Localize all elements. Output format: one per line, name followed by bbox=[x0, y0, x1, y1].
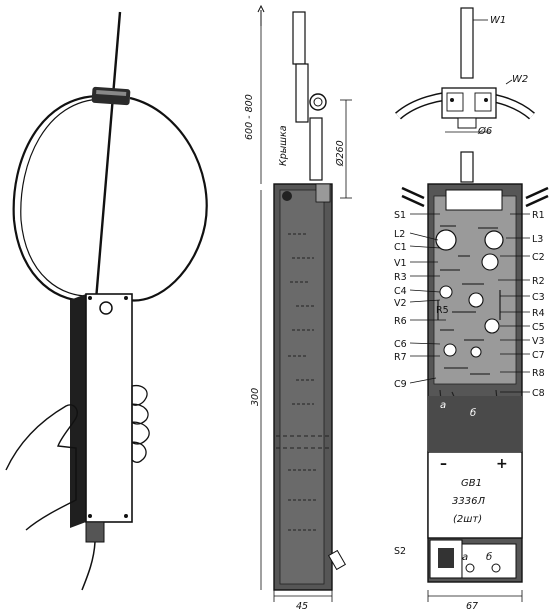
label-r4: R4 bbox=[532, 308, 545, 319]
earphone-cable bbox=[81, 541, 96, 591]
switch-s1-body bbox=[445, 189, 503, 211]
case-side bbox=[70, 294, 86, 528]
battery-plus: + bbox=[496, 456, 508, 472]
label-c5: C5 bbox=[532, 322, 545, 333]
dim-width-side: 45 bbox=[296, 601, 308, 611]
label-c6: C6 bbox=[394, 339, 407, 350]
battery-terminal-a: а bbox=[440, 400, 446, 411]
dim-body-length: 300 bbox=[250, 388, 261, 406]
label-r8: R8 bbox=[532, 368, 545, 379]
telescopic-rod bbox=[94, 11, 122, 301]
label-r6: R6 bbox=[394, 316, 407, 327]
label-s2: S2 bbox=[394, 546, 406, 557]
transistor-v1 bbox=[481, 253, 499, 271]
loop-antenna-left bbox=[12, 94, 101, 302]
label-c9: C9 bbox=[394, 379, 407, 390]
side-view: 600 - 800 Крышка Ø260 300 45 bbox=[244, 4, 352, 611]
label-r5: R5 bbox=[436, 305, 449, 316]
label-phi6: Ø6 bbox=[477, 125, 492, 137]
label-w1: W1 bbox=[490, 15, 506, 26]
s2-terminal-a: а bbox=[462, 552, 468, 563]
front-view: W1 W2 Ø6 bbox=[394, 7, 549, 611]
label-l2: L2 bbox=[394, 229, 405, 240]
handheld-illustration bbox=[5, 11, 208, 591]
battery-minus: – bbox=[440, 456, 447, 472]
label-c2: C2 bbox=[532, 252, 545, 263]
label-v1: V1 bbox=[394, 258, 407, 269]
lid-label: Крышка bbox=[278, 125, 289, 166]
transistor-v2 bbox=[468, 292, 484, 308]
label-c8: C8 bbox=[532, 388, 545, 399]
loop-antenna-right bbox=[127, 96, 208, 302]
battery-qty: (2шт) bbox=[453, 514, 482, 525]
battery-terminal-b: б bbox=[470, 407, 476, 419]
dim-loop-diameter: Ø260 bbox=[335, 140, 346, 167]
label-w2: W2 bbox=[512, 74, 528, 85]
coupling-sleeve bbox=[91, 86, 131, 106]
coil-l3 bbox=[484, 230, 504, 250]
label-r3: R3 bbox=[394, 272, 407, 283]
label-l3: L3 bbox=[532, 234, 543, 245]
tuning-knob bbox=[99, 301, 113, 315]
coil-l2 bbox=[435, 229, 457, 251]
label-r1: R1 bbox=[532, 210, 545, 221]
antenna-rod-w1 bbox=[460, 7, 474, 79]
label-c4: C4 bbox=[394, 286, 407, 297]
transistor-v3 bbox=[484, 318, 500, 334]
label-c7: C7 bbox=[532, 350, 545, 361]
case-front bbox=[85, 293, 133, 523]
label-r7: R7 bbox=[394, 352, 407, 363]
battery-type: 3336Л bbox=[452, 496, 485, 507]
s2-terminal-b: б bbox=[486, 551, 492, 563]
hand-thumb bbox=[5, 404, 78, 531]
battery-gb1 bbox=[427, 451, 523, 539]
dim-antenna-length: 600 - 800 bbox=[244, 94, 255, 140]
label-c1: C1 bbox=[394, 242, 407, 253]
earphone-plug bbox=[85, 521, 105, 543]
label-r2: R2 bbox=[532, 276, 545, 287]
label-v3: V3 bbox=[532, 336, 545, 347]
dim-width-front: 67 bbox=[466, 601, 478, 611]
label-v2: V2 bbox=[394, 298, 407, 309]
label-c3: C3 bbox=[532, 292, 545, 303]
battery-name: GB1 bbox=[461, 478, 482, 489]
hand-fingers bbox=[131, 384, 150, 463]
label-s1: S1 bbox=[394, 210, 406, 221]
